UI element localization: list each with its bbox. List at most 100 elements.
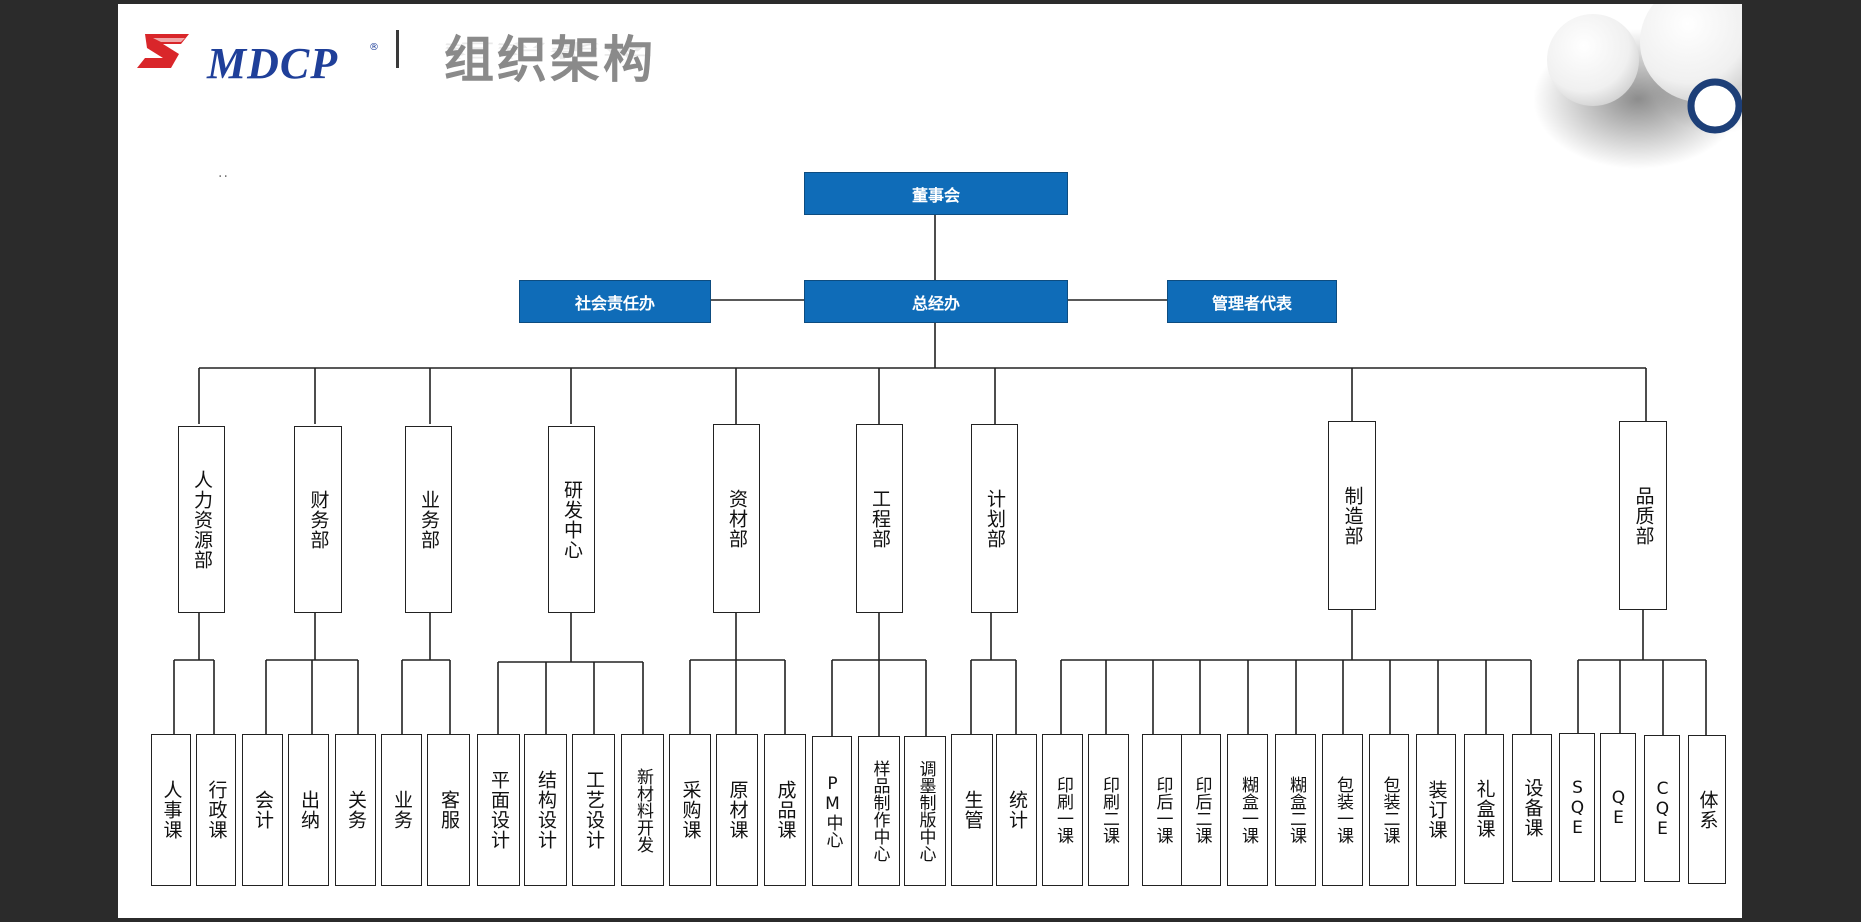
logo-text: MDCP — [207, 39, 339, 88]
unit-box: 采购课 — [669, 734, 711, 886]
unit-box: 包装一课 — [1322, 734, 1363, 886]
dept-materials: 资材部 — [713, 424, 760, 613]
unit-label: 包装二课 — [1379, 776, 1400, 844]
dept-label: 制造部 — [1341, 485, 1364, 546]
unit-box: 样品制作中心 — [858, 736, 900, 886]
unit-box: 新材料开发 — [621, 734, 664, 886]
unit-box: 调墨制版中心 — [904, 736, 946, 886]
unit-box: 体系 — [1688, 735, 1726, 884]
unit-box: 出纳 — [288, 734, 329, 886]
unit-label: 采购课 — [679, 780, 702, 840]
dept-business: 业务部 — [405, 426, 452, 613]
unit-label: 成品课 — [774, 780, 797, 840]
unit-box: CQE — [1644, 735, 1680, 882]
unit-box: 结构设计 — [524, 734, 567, 886]
unit-label: 原材课 — [726, 780, 749, 840]
unit-label: 关务 — [345, 790, 367, 830]
logo-registered-mark: ® — [369, 42, 379, 53]
unit-label: 包装一课 — [1333, 776, 1353, 844]
unit-label: 生管 — [961, 790, 984, 830]
title-separator — [396, 30, 399, 68]
dept-planning: 计划部 — [971, 424, 1018, 613]
unit-box: 人事课 — [151, 734, 191, 886]
unit-label: 调墨制版中心 — [915, 760, 936, 862]
unit-label: 平面设计 — [488, 770, 510, 850]
unit-label: 结构设计 — [535, 770, 557, 850]
dept-manufacturing: 制造部 — [1328, 421, 1376, 610]
unit-label: 装订课 — [1425, 780, 1448, 840]
unit-label: 印后二课 — [1191, 776, 1212, 844]
unit-box: 印刷二课 — [1088, 734, 1129, 886]
unit-label: 统计 — [1006, 790, 1028, 830]
unit-label: 会计 — [252, 790, 274, 830]
unit-box: 行政课 — [196, 734, 236, 886]
unit-box: 生管 — [951, 734, 993, 886]
unit-box: QE — [1600, 733, 1636, 882]
logo-mark-icon — [137, 34, 189, 68]
unit-box: 原材课 — [716, 734, 758, 886]
unit-label: 糊盒一课 — [1238, 776, 1258, 844]
dept-label: 资材部 — [726, 488, 748, 549]
dept-label: 计划部 — [984, 488, 1006, 549]
unit-box: 工艺设计 — [572, 734, 615, 886]
unit-box: 统计 — [996, 734, 1037, 886]
dept-label: 品质部 — [1632, 485, 1655, 546]
org-connectors — [173, 215, 1707, 738]
unit-label: 行政课 — [205, 780, 228, 840]
unit-box: 客服 — [427, 734, 470, 886]
unit-box: 业务 — [381, 734, 422, 886]
unit-label: 礼盒课 — [1473, 779, 1496, 839]
unit-box: PM中心 — [812, 736, 852, 886]
page-title: 组织架构 — [444, 31, 656, 89]
unit-box: SQE — [1559, 733, 1595, 882]
dept-label: 业务部 — [418, 489, 440, 550]
stray-dots: .. — [218, 165, 229, 181]
dept-label: 财务部 — [307, 489, 330, 550]
node-general-office: 总经办 — [804, 280, 1068, 323]
slide-canvas: MDCP ® 组织架构 组织架构 .. — [118, 4, 1742, 918]
unit-box: 印后一课 — [1142, 734, 1182, 886]
unit-label: CQE — [1652, 778, 1673, 839]
unit-box: 会计 — [242, 734, 283, 886]
unit-label: 新材料开发 — [633, 767, 653, 853]
node-board: 董事会 — [804, 172, 1068, 215]
unit-label: PM中心 — [822, 774, 843, 848]
dept-finance: 财务部 — [294, 426, 342, 613]
dept-label: 研发中心 — [561, 479, 583, 560]
unit-box: 包装二课 — [1369, 734, 1409, 886]
unit-label: 出纳 — [298, 790, 320, 830]
dept-engineering: 工程部 — [856, 424, 903, 613]
unit-label: 人事课 — [160, 780, 183, 840]
dept-rnd: 研发中心 — [548, 426, 595, 613]
unit-label: 样品制作中心 — [869, 760, 890, 862]
decorative-circles — [1533, 4, 1742, 169]
unit-box: 礼盒课 — [1464, 734, 1504, 884]
unit-box: 平面设计 — [477, 734, 520, 886]
unit-label: 印后一课 — [1152, 776, 1173, 844]
unit-label: 印刷二课 — [1099, 776, 1119, 844]
dept-label: 工程部 — [869, 488, 891, 549]
unit-box: 糊盒一课 — [1227, 734, 1268, 886]
unit-label: 设备课 — [1521, 778, 1544, 838]
dept-label: 人力资源部 — [191, 469, 213, 570]
unit-box: 设备课 — [1512, 734, 1552, 882]
company-logo: MDCP ® — [135, 24, 379, 88]
unit-box: 成品课 — [764, 734, 806, 886]
unit-label: 糊盒二课 — [1286, 776, 1306, 844]
unit-label: 业务 — [391, 790, 413, 830]
node-social-responsibility: 社会责任办 — [519, 280, 711, 323]
unit-box: 关务 — [335, 734, 376, 886]
unit-label: 客服 — [438, 790, 460, 830]
dept-quality: 品质部 — [1619, 421, 1667, 610]
unit-box: 装订课 — [1416, 734, 1456, 886]
unit-label: 体系 — [1696, 789, 1719, 830]
unit-label: SQE — [1567, 777, 1588, 838]
unit-label: 印刷一课 — [1053, 776, 1073, 844]
dept-hr: 人力资源部 — [178, 426, 225, 613]
unit-label: 工艺设计 — [583, 770, 605, 850]
unit-box: 印刷一课 — [1042, 734, 1083, 886]
unit-label: QE — [1608, 787, 1629, 828]
unit-box: 糊盒二课 — [1275, 734, 1316, 886]
unit-box: 印后二课 — [1181, 734, 1221, 886]
node-management-rep: 管理者代表 — [1167, 280, 1337, 323]
